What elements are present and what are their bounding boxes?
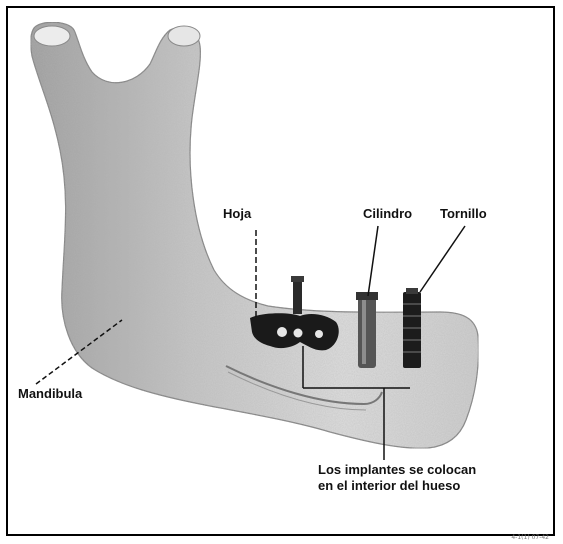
leader-cilindro — [368, 226, 378, 296]
label-cilindro: Cilindro — [363, 206, 412, 222]
cylinder-implant — [356, 292, 378, 368]
condyle-right — [168, 26, 200, 46]
note-line-1: Los implantes se colocan — [318, 462, 476, 478]
leader-tornillo — [420, 226, 465, 292]
condyle-left — [34, 26, 70, 46]
screw-implant — [403, 288, 421, 368]
label-tornillo: Tornillo — [440, 206, 487, 222]
label-implant-note: Los implantes se colocan en el interior … — [318, 462, 476, 495]
label-hoja: Hoja — [223, 206, 251, 222]
label-mandibula: Mandibula — [18, 386, 82, 402]
figure-number: 4-1(1) 07-42 — [511, 534, 549, 541]
note-line-2: en el interior del hueso — [318, 478, 476, 494]
